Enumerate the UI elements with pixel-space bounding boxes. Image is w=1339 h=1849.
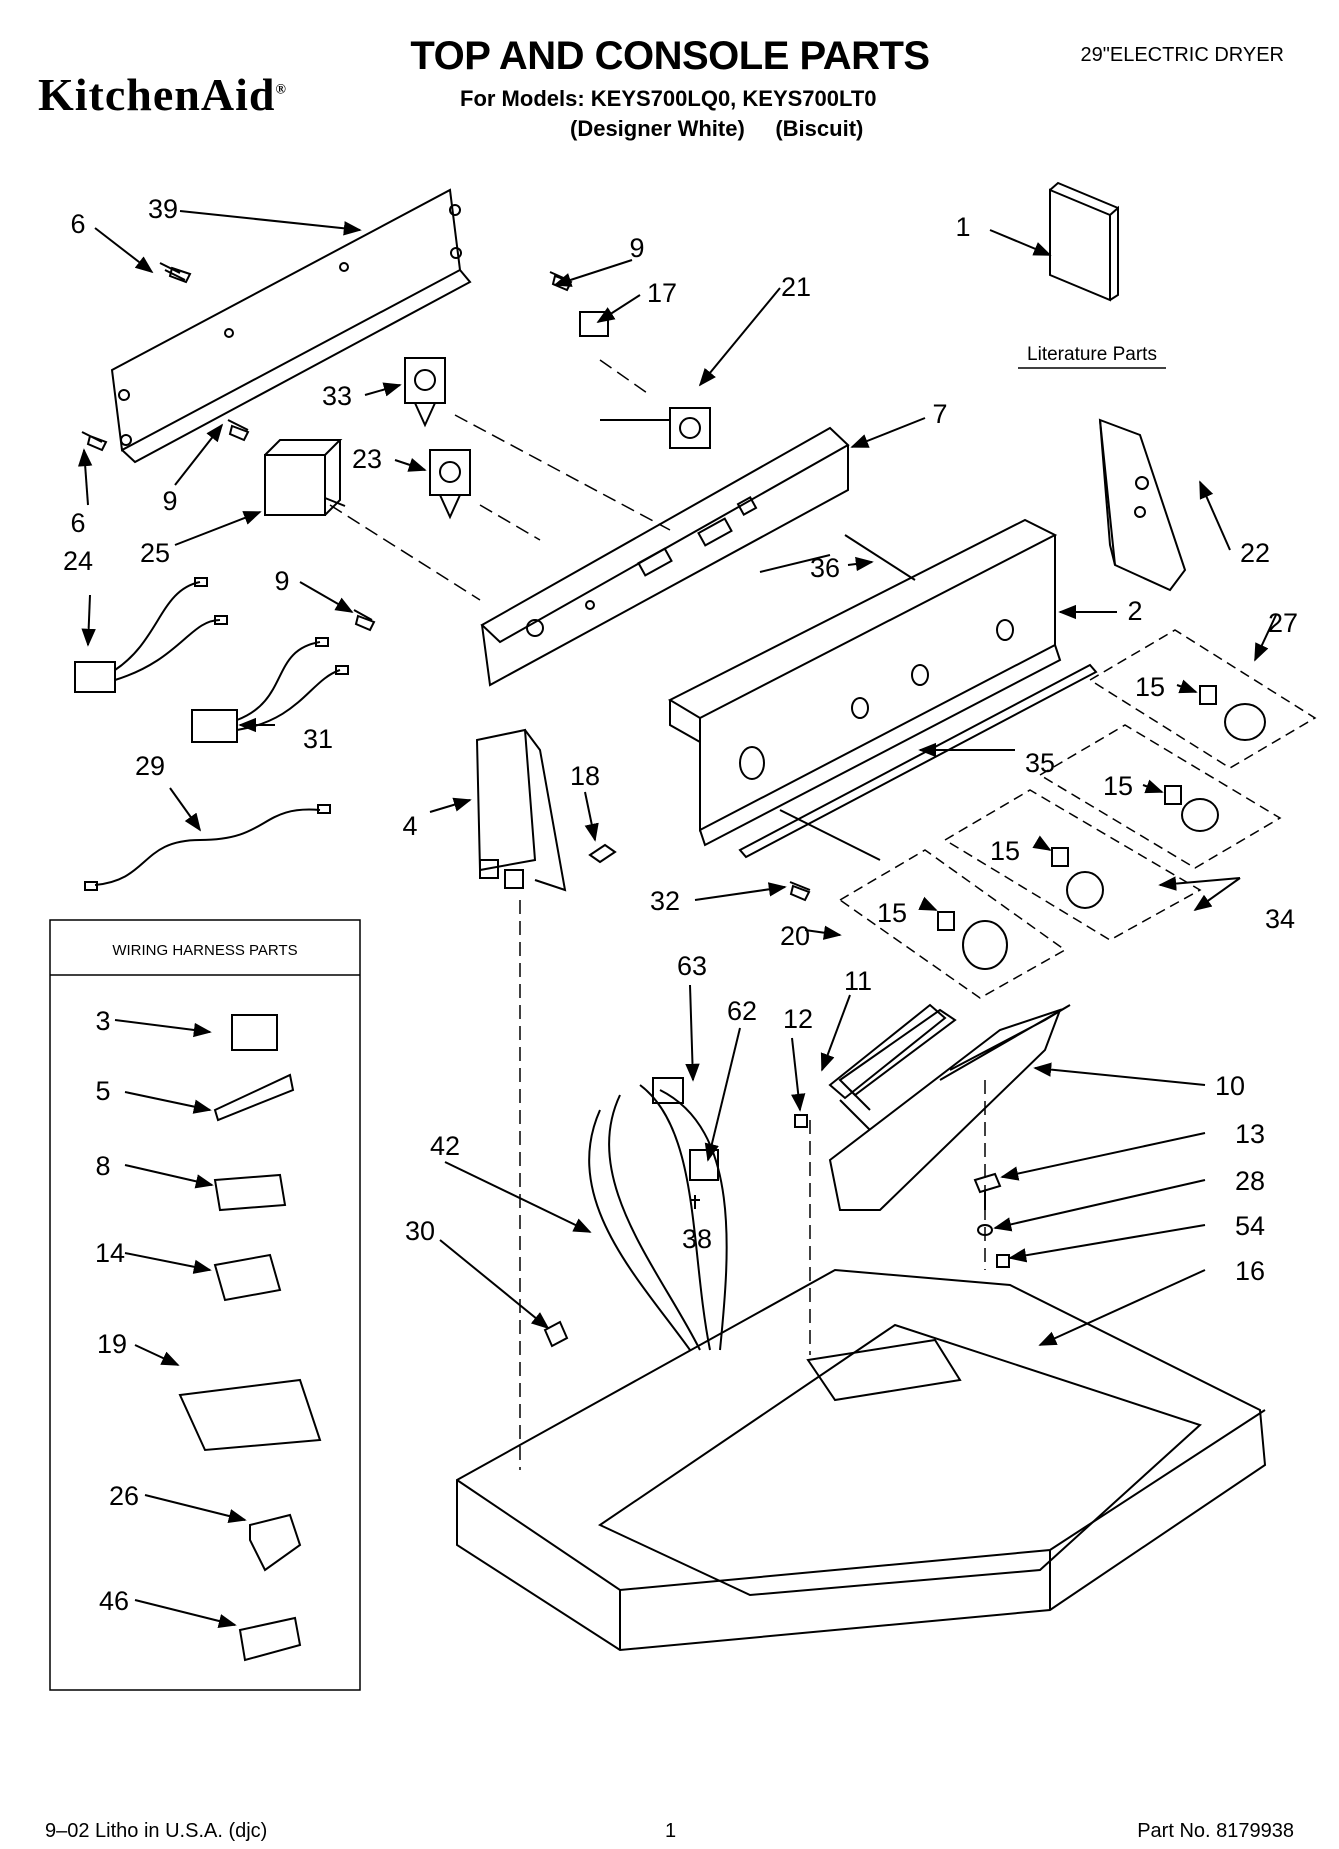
callout-36: 36 bbox=[810, 553, 840, 583]
callout-12: 12 bbox=[783, 1004, 813, 1034]
callout-6: 6 bbox=[70, 508, 85, 538]
callout-39: 39 bbox=[148, 194, 178, 224]
callout-23: 23 bbox=[352, 444, 382, 474]
callout-32: 32 bbox=[650, 886, 680, 916]
wiring-item-5: 5 bbox=[95, 1076, 110, 1106]
wiring-item-26: 26 bbox=[109, 1481, 139, 1511]
callout-6: 6 bbox=[70, 209, 85, 239]
callout-62: 62 bbox=[727, 996, 757, 1026]
end-cap-left-part bbox=[475, 728, 567, 892]
callout-35: 35 bbox=[1025, 748, 1055, 778]
literature-label: Literature Parts bbox=[1027, 344, 1157, 365]
callout-18: 18 bbox=[570, 761, 600, 791]
callout-34: 34 bbox=[1265, 904, 1295, 934]
callout-16: 16 bbox=[1235, 1256, 1265, 1286]
callout-15: 15 bbox=[990, 836, 1020, 866]
lint-screen-part bbox=[828, 1004, 1071, 1211]
callout-15: 15 bbox=[1103, 771, 1133, 801]
callout-29: 29 bbox=[135, 751, 165, 781]
brand-logo: KitchenAid® bbox=[38, 69, 287, 120]
dryer-type: 29"ELECTRIC DRYER bbox=[1080, 44, 1284, 66]
callout-7: 7 bbox=[932, 399, 947, 429]
callout-21: 21 bbox=[781, 272, 811, 302]
console-part bbox=[667, 518, 1062, 847]
wiring-box-title: WIRING HARNESS PARTS bbox=[112, 942, 297, 959]
top-panel-part bbox=[456, 1268, 1267, 1652]
callout-54: 54 bbox=[1235, 1211, 1265, 1241]
callout-28: 28 bbox=[1235, 1166, 1265, 1196]
callout-11: 11 bbox=[844, 966, 872, 996]
callout-30: 30 bbox=[405, 1216, 435, 1246]
callout-42: 42 bbox=[430, 1131, 460, 1161]
literature-booklet-icon bbox=[1049, 181, 1119, 302]
wiring-item-19: 19 bbox=[97, 1329, 127, 1359]
callout-4: 4 bbox=[402, 811, 417, 841]
callout-24: 24 bbox=[63, 546, 93, 576]
callout-9: 9 bbox=[274, 566, 289, 596]
callout-9: 9 bbox=[629, 233, 644, 263]
callout-2: 2 bbox=[1127, 596, 1142, 626]
callout-25: 25 bbox=[140, 538, 170, 568]
screw-part bbox=[81, 262, 573, 632]
rear-panel-part bbox=[110, 188, 472, 464]
callout-13: 13 bbox=[1235, 1119, 1265, 1149]
wiring-item-3: 3 bbox=[95, 1006, 110, 1036]
wiring-item-46: 46 bbox=[99, 1586, 129, 1616]
callout-31: 31 bbox=[303, 724, 333, 754]
knob-part bbox=[937, 685, 1266, 970]
callout-10: 10 bbox=[1215, 1071, 1245, 1101]
page-number: 1 bbox=[665, 1820, 677, 1842]
callout-27: 27 bbox=[1268, 608, 1298, 638]
control-bracket-part bbox=[480, 426, 850, 687]
callout-22: 22 bbox=[1240, 538, 1270, 568]
callout-20: 20 bbox=[780, 921, 810, 951]
page-title: TOP AND CONSOLE PARTS bbox=[410, 34, 930, 78]
callout-9: 9 bbox=[162, 486, 177, 516]
callout-33: 33 bbox=[322, 381, 352, 411]
callout-15: 15 bbox=[1135, 672, 1165, 702]
callout-1: 1 bbox=[955, 212, 970, 242]
end-cap-part bbox=[1098, 418, 1187, 592]
callout-17: 17 bbox=[647, 278, 677, 308]
wiring-item-14: 14 bbox=[95, 1238, 125, 1268]
callout-38: 38 bbox=[682, 1224, 712, 1254]
part-number: Part No. 8179938 bbox=[1137, 1820, 1294, 1842]
litho-note: 9–02 Litho in U.S.A. (djc) bbox=[45, 1820, 268, 1842]
callout-15: 15 bbox=[877, 898, 907, 928]
colors-line: (Designer White) (Biscuit) bbox=[570, 116, 864, 141]
wiring-item-8: 8 bbox=[95, 1151, 110, 1181]
callout-63: 63 bbox=[677, 951, 707, 981]
models-line: For Models: KEYS700LQ0, KEYS700LT0 bbox=[460, 86, 877, 111]
